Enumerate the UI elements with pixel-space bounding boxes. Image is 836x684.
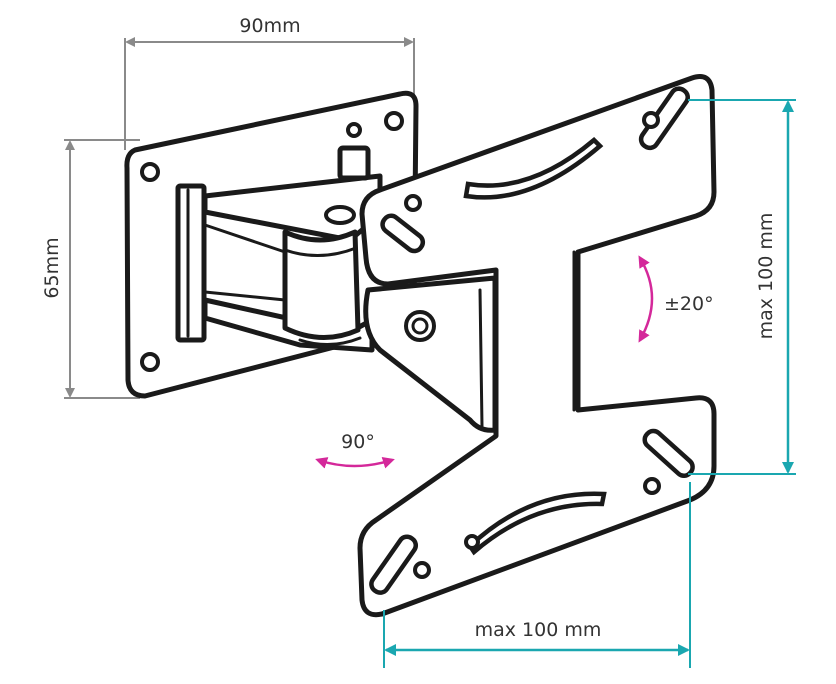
swivel-arrow-icon <box>315 456 395 469</box>
tilt-bracket <box>363 275 498 433</box>
hinge-arm <box>202 145 383 353</box>
wall-width-label: 90mm <box>239 15 300 37</box>
wall-plate-hole-top-right-small <box>346 122 362 138</box>
wall-plate-hole-bottom-left <box>140 352 160 372</box>
tilt-arrow-icon <box>638 255 654 343</box>
vesa-dimensions <box>383 99 796 668</box>
vesa-height-label: max 100 mm <box>755 213 777 340</box>
vesa-width-label: max 100 mm <box>475 619 602 641</box>
tilt-pivot-bolt <box>404 310 436 342</box>
wall-height-label: 65mm <box>41 237 63 298</box>
tilt-angle-label: ±20° <box>664 293 714 315</box>
swivel-angle-label: 90° <box>341 431 375 453</box>
wall-plate-dimensions <box>64 37 415 399</box>
wall-plate-hole-top-left <box>140 162 160 182</box>
wall-plate-hole-top-right <box>384 111 404 131</box>
